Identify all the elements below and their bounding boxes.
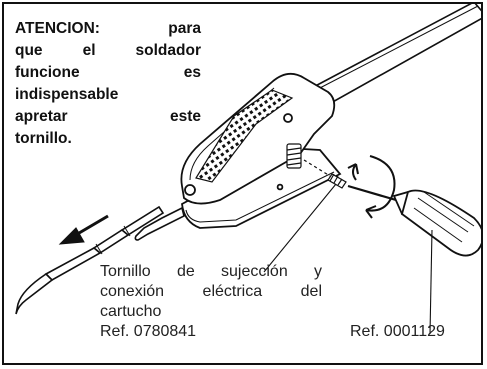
warning-line: apretar este: [15, 108, 201, 125]
screw: [303, 159, 347, 189]
removal-arrow-icon: [58, 214, 109, 245]
warning-note: ATENCION: para que el soldador funcione …: [15, 18, 201, 150]
warning-line: tornillo.: [15, 130, 72, 147]
screw-callout-line: conexión eléctrica del: [100, 283, 322, 300]
warning-line: indispensable: [15, 86, 119, 103]
warning-line: funcione es: [15, 64, 201, 81]
screwdriver-ref: Ref. 0001129: [350, 323, 445, 340]
screw-ref: Ref. 0780841: [100, 323, 197, 340]
cartridge-stub: [134, 206, 185, 241]
rotation-arrow-icon: [347, 155, 396, 219]
leader-lines: [263, 183, 433, 335]
warning-line: que el soldador: [15, 42, 201, 59]
screw-callout: Tornillo de sujección y conexión eléctri…: [100, 262, 322, 342]
screw-callout-line: Tornillo de sujección y: [100, 263, 322, 280]
iron-cable: [302, 4, 481, 109]
soldering-iron-handle: [180, 72, 336, 205]
screw-callout-line: cartucho: [100, 303, 162, 320]
warning-line: ATENCION: para: [15, 20, 201, 37]
screw-in-handle: [286, 143, 302, 169]
screwdriver: [347, 184, 481, 257]
figure-frame: ATENCION: para que el soldador funcione …: [2, 2, 483, 365]
cartridge-tip: [15, 205, 165, 315]
assembly-drawing: [15, 4, 481, 335]
